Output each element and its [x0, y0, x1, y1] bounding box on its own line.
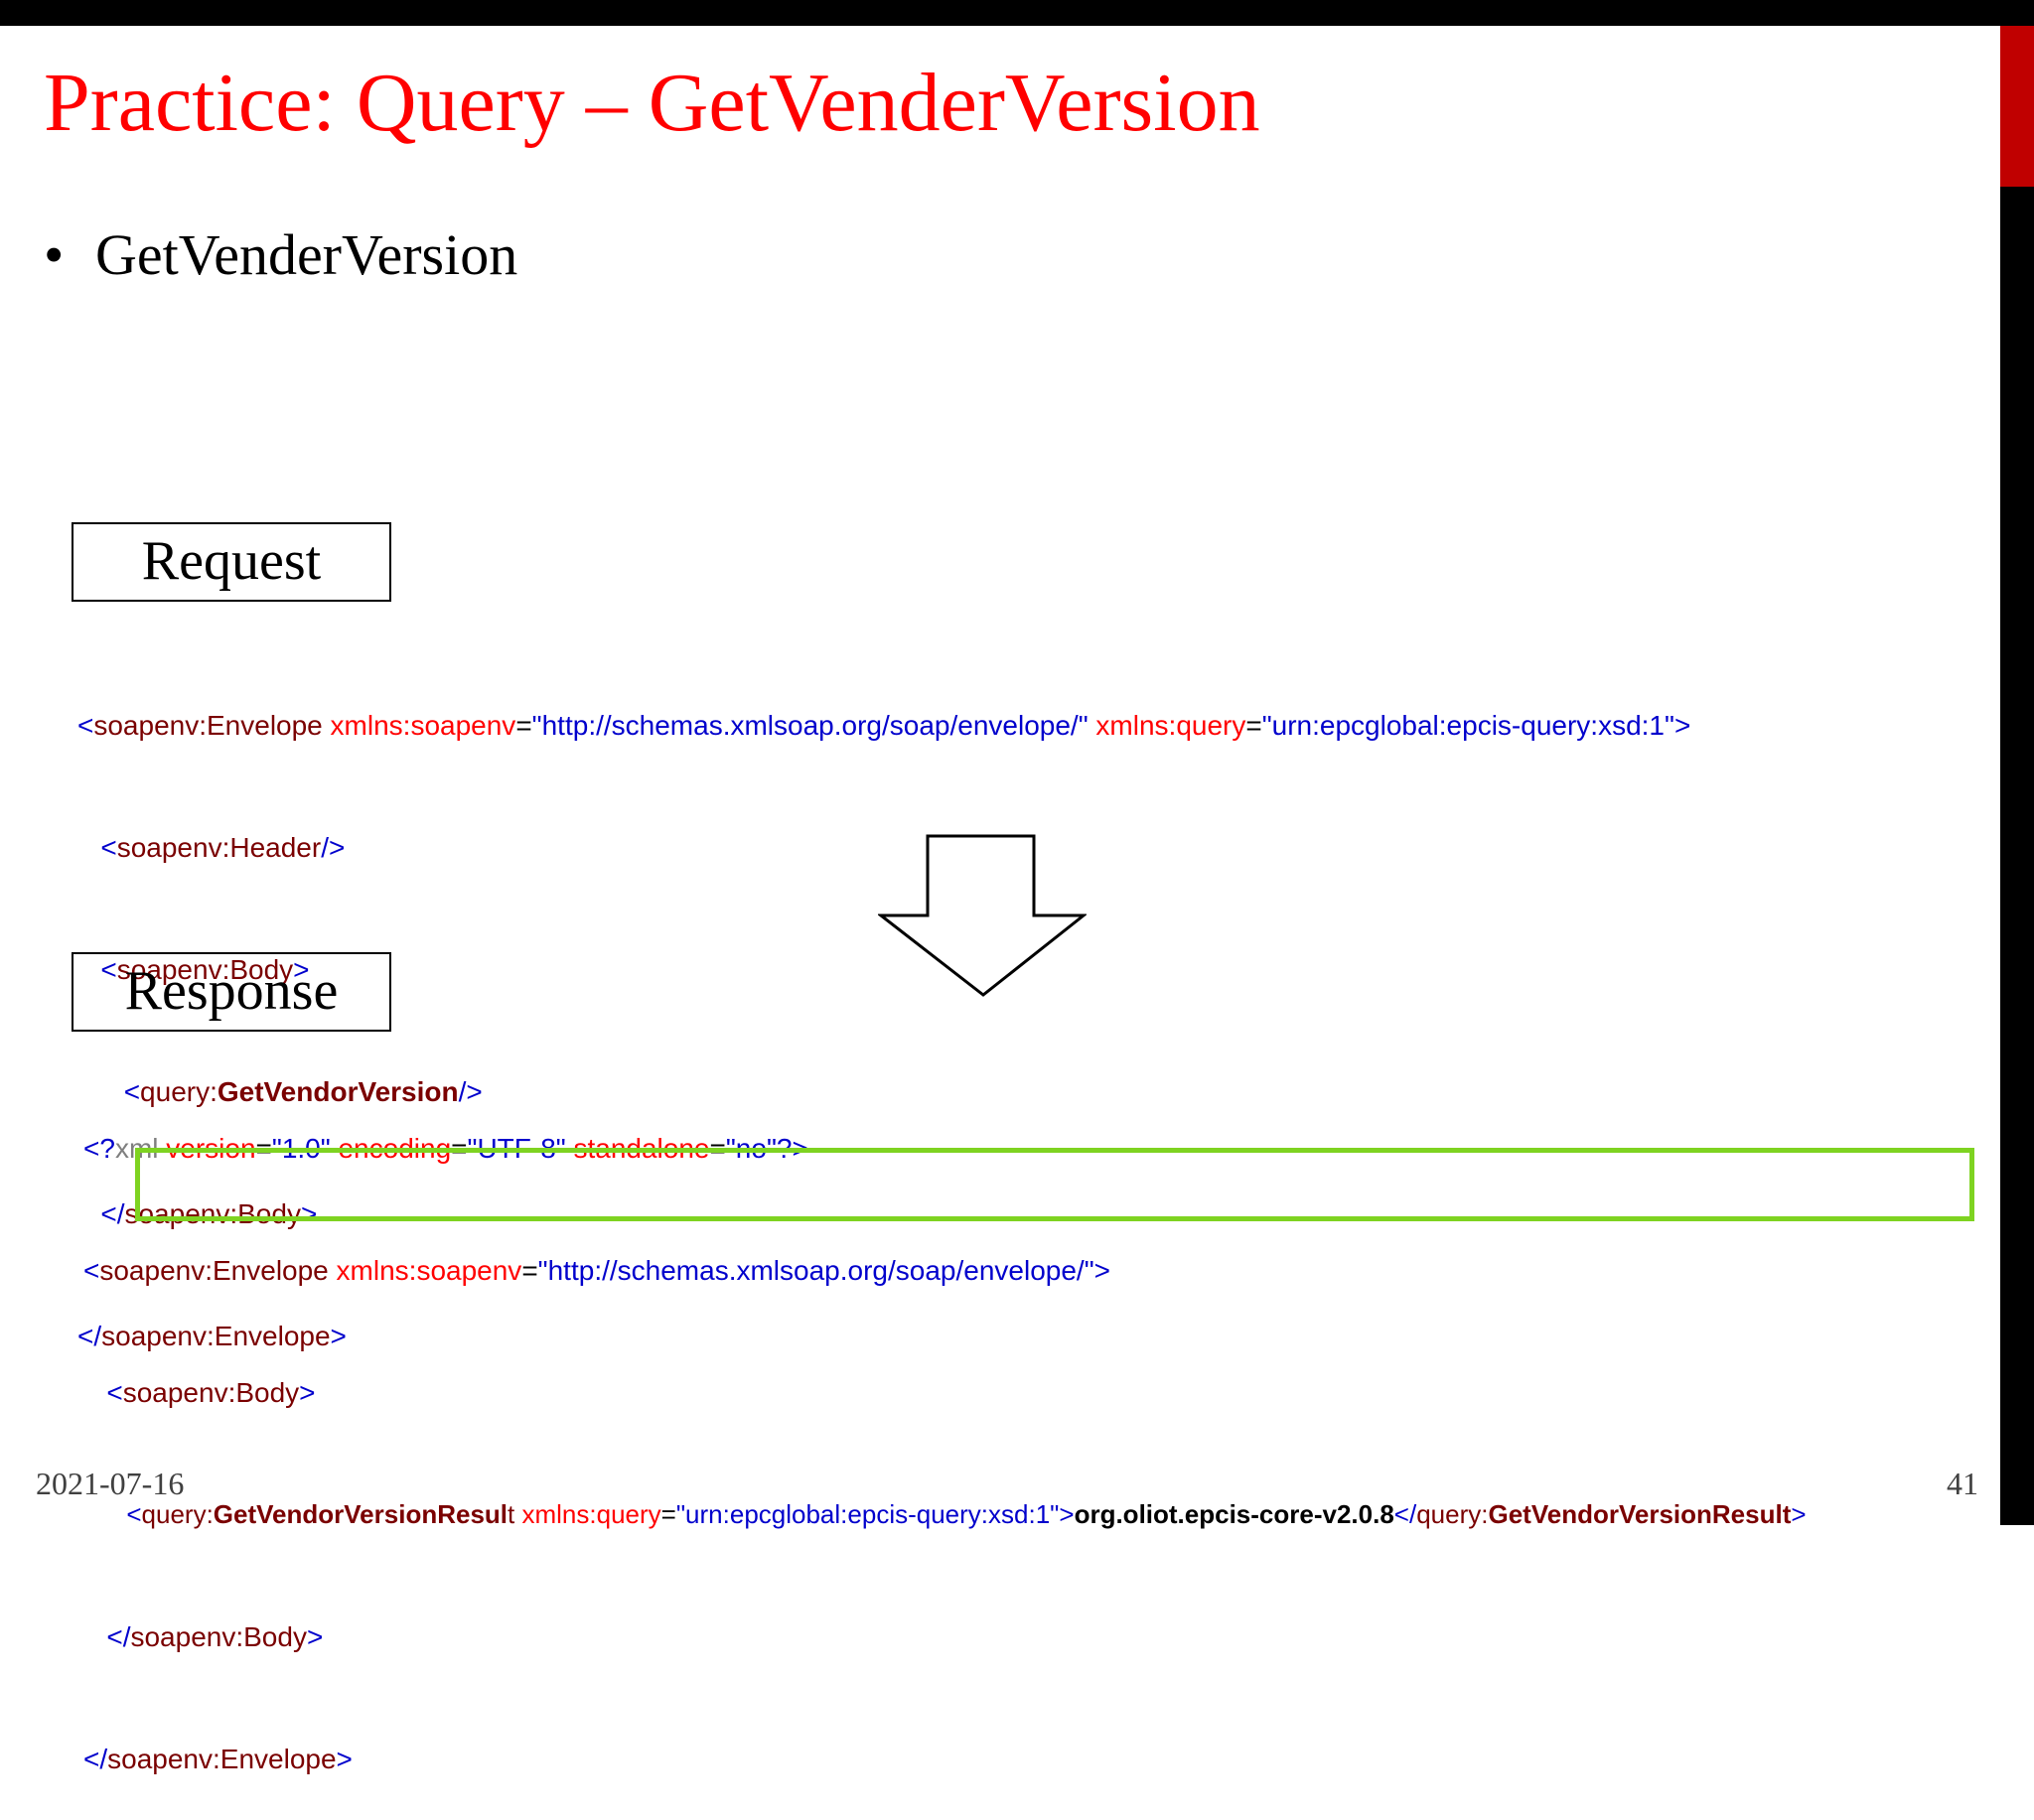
result-highlight-box	[135, 1148, 1974, 1221]
request-line-1: <soapenv:Envelope xmlns:soapenv="http://…	[77, 710, 1691, 741]
bullet-text: GetVenderVersion	[95, 222, 518, 287]
slide-title: Practice: Query – GetVenderVersion	[44, 57, 1260, 149]
vendor-version-value: org.oliot.epcis-core-v2.0.8	[1074, 1499, 1394, 1529]
response-line-3: <soapenv:Body>	[106, 1377, 316, 1408]
response-line-2: <soapenv:Envelope xmlns:soapenv="http://…	[83, 1255, 1110, 1286]
side-accent-black	[2000, 187, 2034, 1525]
request-line-2: <soapenv:Header/>	[100, 832, 346, 863]
request-line-3: <soapenv:Body>	[100, 954, 310, 985]
request-code-block: <soapenv:Envelope xmlns:soapenv="http://…	[77, 624, 1690, 1397]
response-label-box: Response	[72, 952, 391, 1032]
request-line-6: </soapenv:Envelope>	[77, 1321, 347, 1351]
page-number: 41	[1947, 1466, 1978, 1501]
response-line-6: </soapenv:Envelope>	[83, 1744, 353, 1774]
side-accent-red	[2000, 26, 2034, 187]
bullet-item: • GetVenderVersion	[44, 223, 517, 287]
response-line-5: </soapenv:Body>	[106, 1621, 324, 1652]
request-line-5: </soapenv:Body>	[100, 1198, 318, 1229]
down-arrow-icon	[878, 834, 1087, 997]
bullet-dot: •	[44, 222, 65, 287]
request-label-box: Request	[72, 522, 391, 602]
request-line-4: <query:GetVendorVersion/>	[123, 1076, 483, 1107]
slide-date: 2021-07-16	[36, 1466, 185, 1501]
response-line-4: <query:GetVendorVersionResult xmlns:quer…	[126, 1499, 1807, 1529]
top-black-bar	[0, 0, 2034, 26]
